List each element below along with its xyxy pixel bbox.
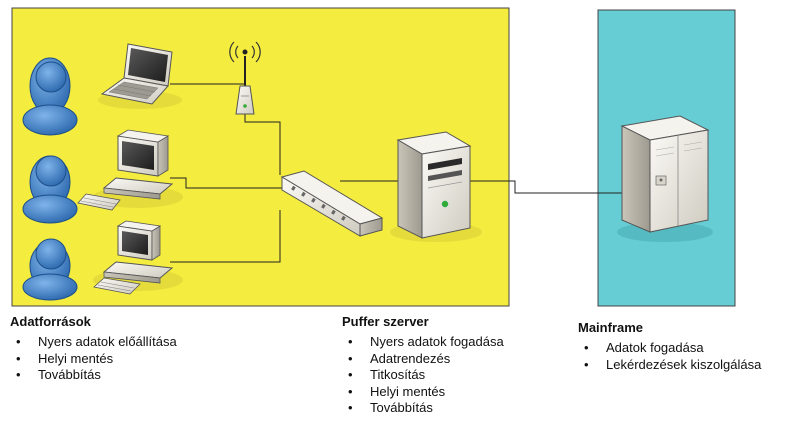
list-item: Adatok fogadása: [578, 340, 761, 357]
list-item: Nyers adatok előállítása: [10, 334, 177, 351]
desktop-computer-icon: [93, 220, 183, 295]
access-point-to-switch-line: [244, 114, 281, 175]
connection-lines: [170, 83, 640, 263]
list-item: Adatrendezés: [342, 351, 504, 368]
list-item: Titkosítás: [342, 367, 504, 384]
server-tower-icon: [390, 131, 482, 242]
data-sources-caption: Adatforrások Nyers adatok előállítása He…: [10, 314, 177, 384]
mainframe-caption: Mainframe Adatok fogadása Lekérdezések k…: [578, 320, 761, 373]
list-item: Helyi mentés: [10, 351, 177, 368]
user-icon: [22, 57, 78, 136]
buffer-to-mainframe-line: [470, 180, 640, 194]
desktop-1-to-switch-line: [170, 177, 282, 189]
list-item: Lekérdezések kiszolgálása: [578, 357, 761, 374]
wireless-access-point-icon: [229, 41, 261, 115]
desktop-2-to-switch-line: [170, 210, 281, 263]
buffer-server-caption: Puffer szerver Nyers adatok fogadása Ada…: [342, 314, 504, 417]
buffer-server-title: Puffer szerver: [342, 314, 429, 329]
laptop-icon: [98, 43, 182, 109]
list-item: Továbbítás: [10, 367, 177, 384]
buffer-server-list: Nyers adatok fogadása Adatrendezés Titko…: [342, 334, 504, 417]
data-sources-list: Nyers adatok előállítása Helyi mentés To…: [10, 334, 177, 384]
mainframe-icon: [617, 115, 713, 242]
list-item: Továbbítás: [342, 400, 504, 417]
list-item: Helyi mentés: [342, 384, 504, 401]
list-item: Nyers adatok fogadása: [342, 334, 504, 351]
data-sources-title: Adatforrások: [10, 314, 91, 329]
user-icon: [22, 238, 78, 301]
user-icon: [22, 155, 78, 224]
desktop-computer-icon: [77, 129, 183, 211]
mainframe-list: Adatok fogadása Lekérdezések kiszolgálás…: [578, 340, 761, 373]
network-switch-icon: [280, 170, 384, 237]
mainframe-title: Mainframe: [578, 320, 644, 335]
